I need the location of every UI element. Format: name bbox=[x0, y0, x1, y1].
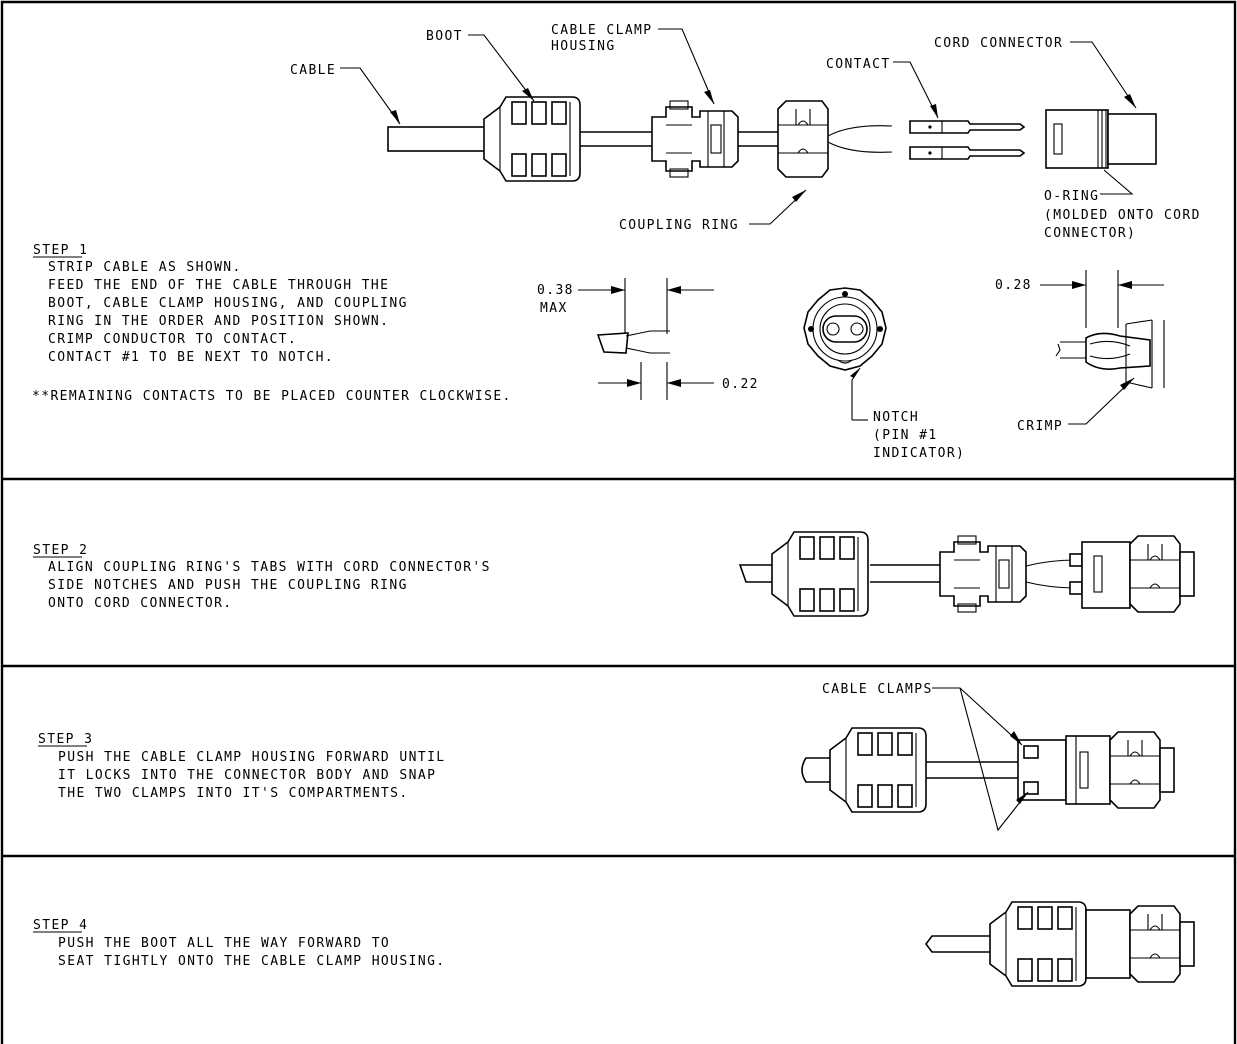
cable-clamp-housing-label-2: HOUSING bbox=[551, 39, 616, 54]
step4-assembly-view bbox=[925, 901, 1195, 987]
strip-length-dimension: 0.38 bbox=[537, 283, 574, 298]
step1-title: STEP 1 bbox=[33, 243, 88, 258]
callout-boot: BOOT bbox=[426, 29, 535, 102]
callout-o-ring: O-RING (MOLDED ONTO CORD CONNECTOR) bbox=[1044, 169, 1201, 241]
contact-label: CONTACT bbox=[826, 57, 891, 72]
step4-title: STEP 4 bbox=[33, 918, 88, 933]
step4-line-1: PUSH THE BOOT ALL THE WAY FORWARD TO bbox=[58, 936, 390, 951]
step1-line-5: CRIMP CONDUCTOR TO CONTACT. bbox=[48, 332, 297, 347]
step1-line-1: STRIP CABLE AS SHOWN. bbox=[48, 260, 242, 275]
step1-note: **REMAINING CONTACTS TO BE PLACED COUNTE… bbox=[32, 389, 512, 404]
notch-label-3: INDICATOR) bbox=[873, 446, 965, 461]
step3-line-2: IT LOCKS INTO THE CONNECTOR BODY AND SNA… bbox=[58, 768, 436, 783]
step3-panel: STEP 3 PUSH THE CABLE CLAMP HOUSING FORW… bbox=[38, 682, 1175, 832]
step4-panel: STEP 4 PUSH THE BOOT ALL THE WAY FORWARD… bbox=[33, 901, 1195, 987]
step2-panel: STEP 2 ALIGN COUPLING RING'S TABS WITH C… bbox=[33, 531, 1195, 617]
conductor-strip-dimension: 0.22 bbox=[722, 377, 759, 392]
step3-title: STEP 3 bbox=[38, 732, 93, 747]
notch-label-1: NOTCH bbox=[873, 410, 919, 425]
o-ring-label-2: (MOLDED ONTO CORD bbox=[1044, 208, 1201, 223]
crimp-detail: 0.28 CRIMP bbox=[995, 270, 1165, 434]
callout-cable-clamps: CABLE CLAMPS bbox=[822, 682, 1029, 832]
clamp-housing-locked bbox=[1017, 735, 1111, 805]
step3-line-1: PUSH THE CABLE CLAMP HOUSING FORWARD UNT… bbox=[58, 750, 446, 765]
callout-cable: CABLE bbox=[290, 63, 401, 125]
strip-length-qualifier: MAX bbox=[540, 301, 568, 316]
crimp-label: CRIMP bbox=[1017, 419, 1063, 434]
cable-clamps-label: CABLE CLAMPS bbox=[822, 682, 933, 697]
o-ring-label-3: CONNECTOR) bbox=[1044, 226, 1136, 241]
exploded-view bbox=[387, 96, 1157, 182]
coupling-ring-part bbox=[777, 100, 829, 178]
cable-clamp-housing-label-1: CABLE CLAMP bbox=[551, 23, 653, 38]
callout-contact: CONTACT bbox=[826, 57, 939, 119]
step2-title: STEP 2 bbox=[33, 543, 88, 558]
boot-part bbox=[483, 96, 581, 182]
notch-label-2: (PIN #1 bbox=[873, 428, 938, 443]
o-ring-label-1: O-RING bbox=[1044, 189, 1099, 204]
step1-text: STEP 1 STRIP CABLE AS SHOWN. FEED THE EN… bbox=[32, 243, 512, 404]
step1-line-6: CONTACT #1 TO BE NEXT TO NOTCH. bbox=[48, 350, 334, 365]
callout-cord-connector: CORD CONNECTOR bbox=[934, 36, 1137, 109]
step3-assembly-view bbox=[801, 727, 1175, 813]
step2-line-2: SIDE NOTCHES AND PUSH THE COUPLING RING bbox=[48, 578, 408, 593]
step1-line-4: RING IN THE ORDER AND POSITION SHOWN. bbox=[48, 314, 389, 329]
step2-line-3: ONTO CORD CONNECTOR. bbox=[48, 596, 233, 611]
callout-coupling-ring: COUPLING RING bbox=[619, 189, 807, 233]
cord-connector-part bbox=[1045, 109, 1157, 169]
callout-cable-clamp-housing: CABLE CLAMP HOUSING bbox=[551, 23, 715, 105]
step2-assembly-view bbox=[738, 531, 1195, 617]
cord-connector-label: CORD CONNECTOR bbox=[934, 36, 1063, 51]
step1-line-2: FEED THE END OF THE CABLE THROUGH THE bbox=[48, 278, 389, 293]
crimp-length-dimension: 0.28 bbox=[995, 278, 1032, 293]
step4-line-2: SEAT TIGHTLY ONTO THE CABLE CLAMP HOUSIN… bbox=[58, 954, 446, 969]
strip-dimension-detail: 0.38 MAX 0.22 bbox=[537, 278, 759, 400]
connector-face-view: NOTCH (PIN #1 INDICATOR) bbox=[803, 287, 965, 461]
step1-line-3: BOOT, CABLE CLAMP HOUSING, AND COUPLING bbox=[48, 296, 408, 311]
coupling-ring-label: COUPLING RING bbox=[619, 218, 739, 233]
boot-label: BOOT bbox=[426, 29, 463, 44]
cable-clamp-housing-part bbox=[651, 100, 739, 178]
step2-line-1: ALIGN COUPLING RING'S TABS WITH CORD CON… bbox=[48, 560, 491, 575]
contact-part bbox=[909, 120, 1026, 160]
step3-line-3: THE TWO CLAMPS INTO IT'S COMPARTMENTS. bbox=[58, 786, 409, 801]
cable-end bbox=[387, 126, 489, 152]
cable-label: CABLE bbox=[290, 63, 336, 78]
step1-panel: CABLE BOOT CABLE CLAMP HOUSING CONTACT C… bbox=[32, 23, 1201, 461]
